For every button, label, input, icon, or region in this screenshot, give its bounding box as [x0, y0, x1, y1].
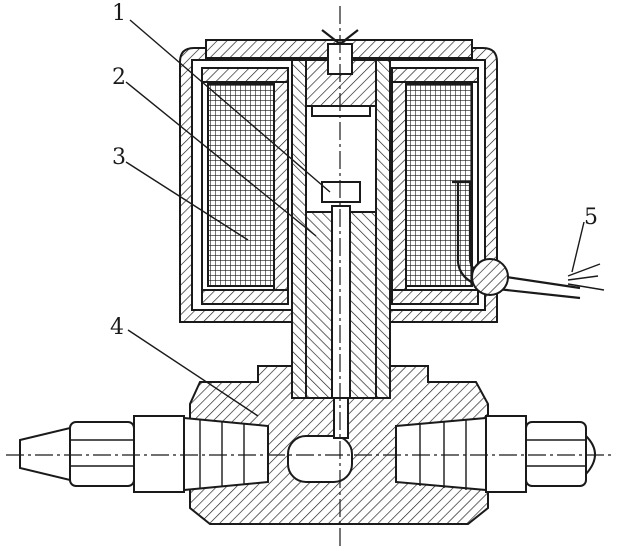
callout-4: 4: [110, 315, 124, 340]
right-coil: [391, 67, 479, 305]
right-fitting: [395, 415, 596, 493]
callout-5: 5: [584, 205, 598, 230]
callout-2: 2: [112, 65, 126, 90]
left-coil: [201, 67, 289, 305]
cable-lead: [452, 180, 605, 300]
callout-1: 1: [112, 1, 126, 26]
left-fitting: [19, 415, 269, 493]
leader-lines: [125, 19, 585, 417]
callout-3: 3: [112, 145, 126, 170]
armature-tube: [291, 59, 391, 407]
